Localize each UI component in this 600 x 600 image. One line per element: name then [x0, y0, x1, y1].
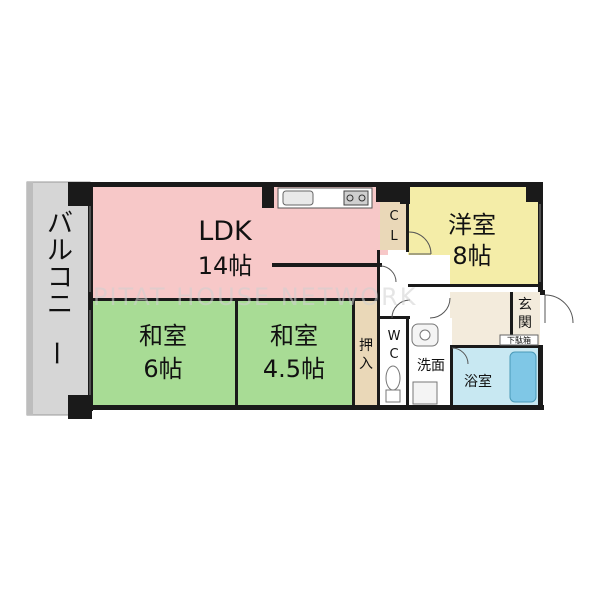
ldk-size: 14帖 — [198, 252, 253, 280]
yokushitsu-label: 浴室 — [464, 373, 492, 390]
genkan-label-b: 関 — [518, 315, 532, 331]
cl-label-l: L — [390, 229, 398, 244]
balcony: バルコニー — [26, 181, 91, 416]
burner-icon — [346, 194, 354, 202]
wc-label-w: W — [388, 329, 401, 344]
door-swing-icon — [379, 265, 397, 283]
balcony-railing — [27, 182, 33, 415]
door-swing-icon — [408, 231, 432, 255]
toilet-icon — [385, 365, 401, 391]
senmen-label: 洗面 — [417, 358, 445, 374]
door-swing-icon — [451, 347, 469, 365]
washitsu-6-name: 和室 — [139, 322, 187, 350]
washitsu-6-size: 6帖 — [143, 355, 182, 383]
cl-label-c: C — [389, 209, 398, 224]
washitsu-45-size: 4.5帖 — [263, 355, 325, 383]
cl-closet — [380, 200, 408, 250]
sink-icon — [282, 190, 314, 206]
genkan-label-a: 玄 — [518, 296, 532, 313]
oshiire-closet — [353, 301, 378, 407]
wc-label-c: C — [389, 347, 398, 362]
doors — [379, 231, 574, 365]
yoshitsu-size: 8帖 — [452, 242, 491, 270]
balcony-floor — [26, 181, 91, 416]
washitsu-45-name: 和室 — [270, 322, 318, 350]
door-swing-icon — [391, 299, 411, 319]
door-swing-icon — [429, 297, 451, 319]
balcony-label: バルコニー — [40, 209, 73, 366]
stove-icon — [343, 190, 369, 206]
windows — [89, 204, 541, 395]
washitsu-6-room — [92, 301, 237, 407]
oshiire-label-a: 押 — [359, 338, 373, 354]
front-door-swing-icon — [544, 294, 574, 324]
washing-machine-icon — [412, 381, 438, 405]
ldk-counter-line — [272, 263, 382, 267]
washitsu-45-room — [237, 301, 353, 407]
yoshitsu-name: 洋室 — [448, 211, 496, 239]
kitchen — [277, 187, 373, 209]
bathtub-icon — [509, 351, 537, 403]
washbasin-bowl-icon — [419, 329, 431, 341]
burner-icon — [358, 194, 366, 202]
watermark: PITAT HOUSE NETWORK — [93, 283, 418, 311]
oshiire-label-b: 入 — [359, 356, 373, 372]
toilet-tank-icon — [385, 389, 401, 403]
getabako-label: 下駄箱 — [507, 335, 531, 345]
ldk-name: LDK — [198, 216, 253, 247]
shoe-cabinet — [499, 334, 539, 346]
